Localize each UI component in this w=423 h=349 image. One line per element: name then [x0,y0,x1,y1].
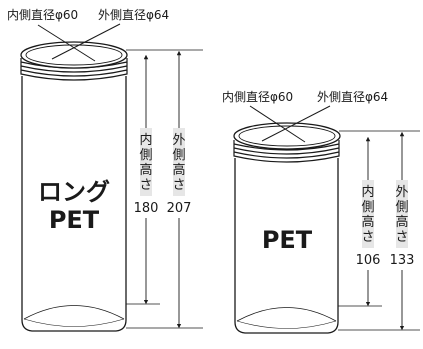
long-jar-name-line2: PET [49,206,100,234]
long-jar-bottom [23,305,125,320]
long-inner-height-dimension: 内 側 高 さ 180 [134,54,159,305]
long-inner-diameter-pointer [37,24,96,62]
short-jar-name: PET [262,226,313,254]
short-outer-height-char: 外 [395,185,408,200]
short-outer-diameter-label: 外側直径φ64 [317,90,388,104]
long-outer-height-char: 高 [172,162,185,178]
short-inner-height-char: 高 [361,214,374,230]
long-outer-height-char: さ [172,178,185,193]
short-jar-mouth-inner [238,125,336,147]
short-outer-height-char: さ [395,230,408,245]
long-outer-height-value: 207 [167,201,192,216]
short-inner-height-char: 内 [361,184,374,200]
short-jar-body [234,158,339,334]
long-outer-height-char: 側 [172,148,185,163]
long-inner-height-char: 側 [139,148,152,163]
short-outer-diameter-pointer [261,105,331,142]
long-jar-name-line1: ロング [38,178,110,206]
long-inner-diameter-label: 内側直径φ60 [7,8,78,22]
long-inner-height-char: 内 [139,132,152,148]
short-inner-height-dimension: 内 側 高 さ 106 [356,136,381,307]
long-outer-height-char: 外 [172,133,185,148]
long-outer-diameter-label: 外側直径φ64 [98,8,169,22]
short-outer-height-char: 高 [395,214,408,230]
long-inner-height-value: 180 [134,201,159,216]
long-inner-height-char: さ [139,178,152,193]
long-inner-height-char: 高 [139,162,152,178]
short-outer-height-dimension: 外 側 高 さ 133 [390,131,415,331]
short-inner-height-value: 106 [356,253,381,268]
short-pet-jar: 内側直径φ60 外側直径φ64 PET 内 側 高 さ 106 外 側 高 さ … [222,90,420,334]
short-jar-bottom [236,307,337,322]
short-inner-height-char: 側 [361,200,374,215]
long-outer-height-dimension: 外 側 高 さ 207 [167,50,192,329]
short-outer-height-value: 133 [390,253,415,268]
short-inner-height-char: さ [361,230,374,245]
long-pet-jar: 内側直径φ60 外側直径φ64 ロング PET 内 側 高 さ 180 外 側 … [7,8,203,332]
long-jar-body [21,76,127,332]
short-inner-diameter-label: 内側直径φ60 [222,90,293,104]
long-jar-mouth-inner [25,44,123,66]
short-inner-diameter-pointer [249,105,306,143]
long-outer-diameter-pointer [51,23,121,60]
short-outer-height-char: 側 [395,200,408,215]
